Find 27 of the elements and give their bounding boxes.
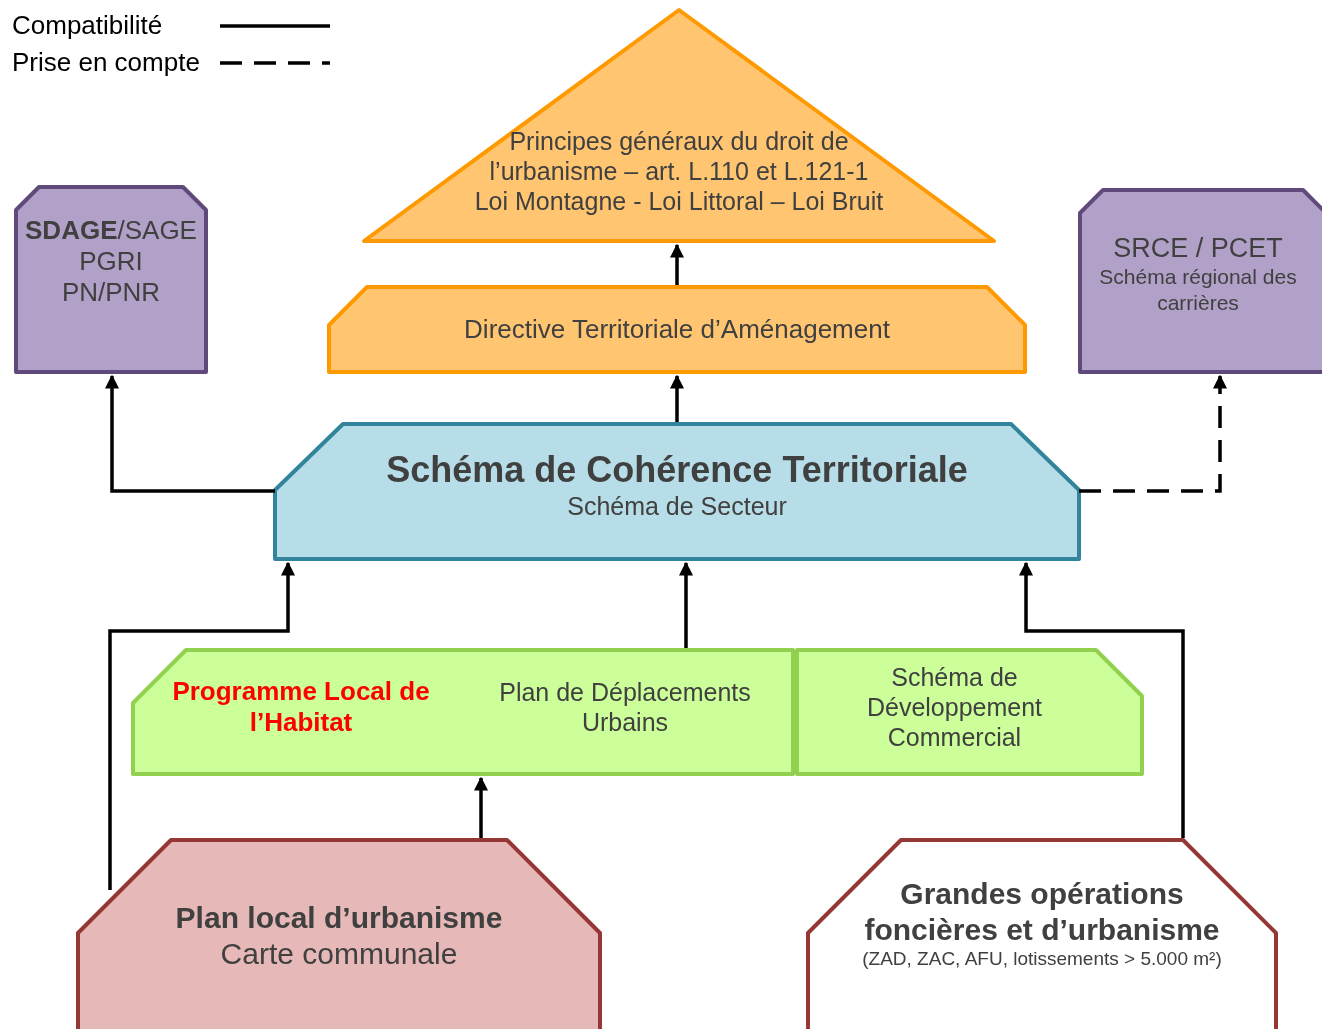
node-sublabel: (ZAD, ZAC, AFU, lotissements > 5.000 m²) (862, 948, 1222, 971)
node-sublabel: Loi Montagne - Loi Littoral – Loi Bruit (474, 186, 884, 216)
node-label: Grandes opérations foncières et d’urbanisme (863, 876, 1221, 948)
node-sublabel: PN/PNR (61, 277, 161, 309)
arrow (105, 374, 275, 493)
node-label: Directive Territoriale d’Aménagement (464, 313, 890, 346)
node-label: Programme Local de l’Habitat (171, 675, 431, 739)
node-label: Principes généraux du droit de l’urbanisme – art. L.110 et L.121-1 (488, 126, 870, 186)
legend-label: Compatibilité (12, 10, 164, 41)
node-label: Schéma de Développement Commercial (865, 662, 1044, 752)
node-sublabel: Carte communale (220, 936, 458, 972)
arrow (679, 561, 693, 648)
arrow (670, 243, 684, 285)
node-sublabel: Schéma de Secteur (567, 491, 787, 522)
node-sublabel: PGRI (79, 246, 143, 278)
node-label: Schéma de Cohérence Territoriale (386, 448, 968, 492)
arrow (108, 561, 295, 890)
arrow (474, 776, 488, 838)
arrow (1079, 374, 1227, 493)
node-sublabel: Plan de Déplacements Urbains (498, 677, 752, 737)
node-label: Plan local d’urbanisme (175, 900, 503, 936)
node-sublabel: Schéma régional des carrières (1098, 264, 1298, 315)
arrow (1019, 561, 1185, 838)
arrow (670, 374, 684, 422)
node-label: SDAGE/SAGE (25, 215, 197, 247)
legend-label: Prise en compte (12, 47, 200, 78)
node-label: SRCE / PCET (1113, 232, 1283, 265)
